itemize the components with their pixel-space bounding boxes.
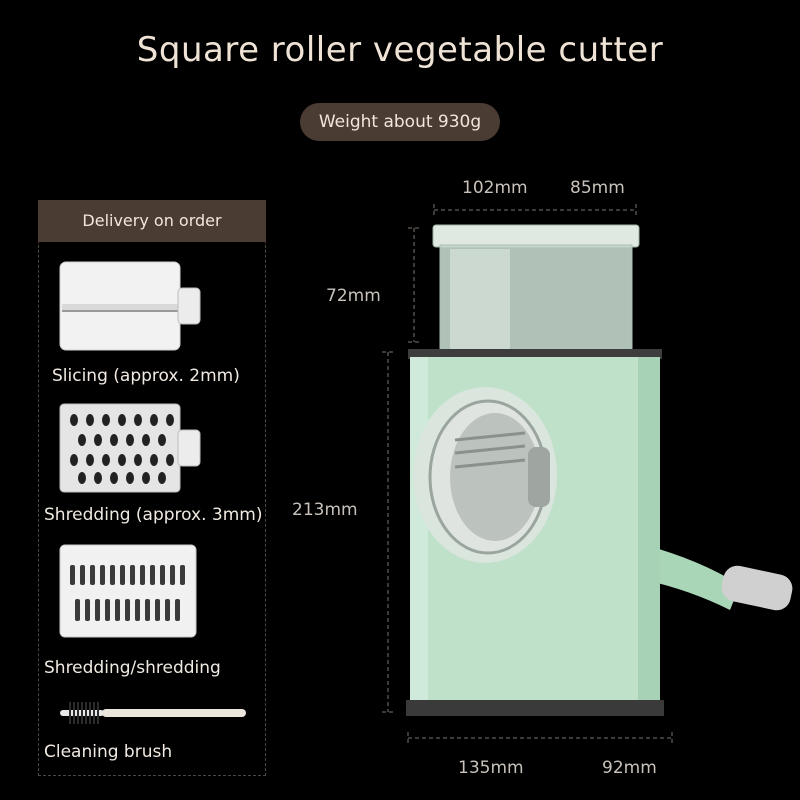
accessory-label-brush: Cleaning brush [44, 742, 173, 762]
dimension-body-height: 213mm [292, 500, 358, 520]
shredding-drum-icon [59, 403, 201, 493]
dimension-hopper-height: 72mm [326, 286, 381, 306]
dimension-top-width: 102mm [462, 178, 528, 198]
weight-badge: Weight about 930g [300, 103, 500, 141]
accessory-label-coarse-shredding: Shredding/shredding [44, 658, 221, 678]
dimension-top-depth: 85mm [570, 178, 625, 198]
accessory-label-shredding: Shredding (approx. 3mm) [44, 505, 263, 525]
coarse-shredding-drum-icon [59, 544, 197, 638]
accessory-label-slicing: Slicing (approx. 2mm) [52, 366, 240, 386]
dimension-base-depth: 92mm [602, 758, 657, 778]
cleaning-brush-icon [60, 702, 246, 724]
page-title: Square roller vegetable cutter [136, 30, 664, 70]
slicing-drum-icon [59, 261, 201, 351]
vegetable-cutter-image [406, 224, 793, 716]
dimension-base-width: 135mm [458, 758, 524, 778]
accessories-panel-title: Delivery on order [38, 200, 266, 242]
